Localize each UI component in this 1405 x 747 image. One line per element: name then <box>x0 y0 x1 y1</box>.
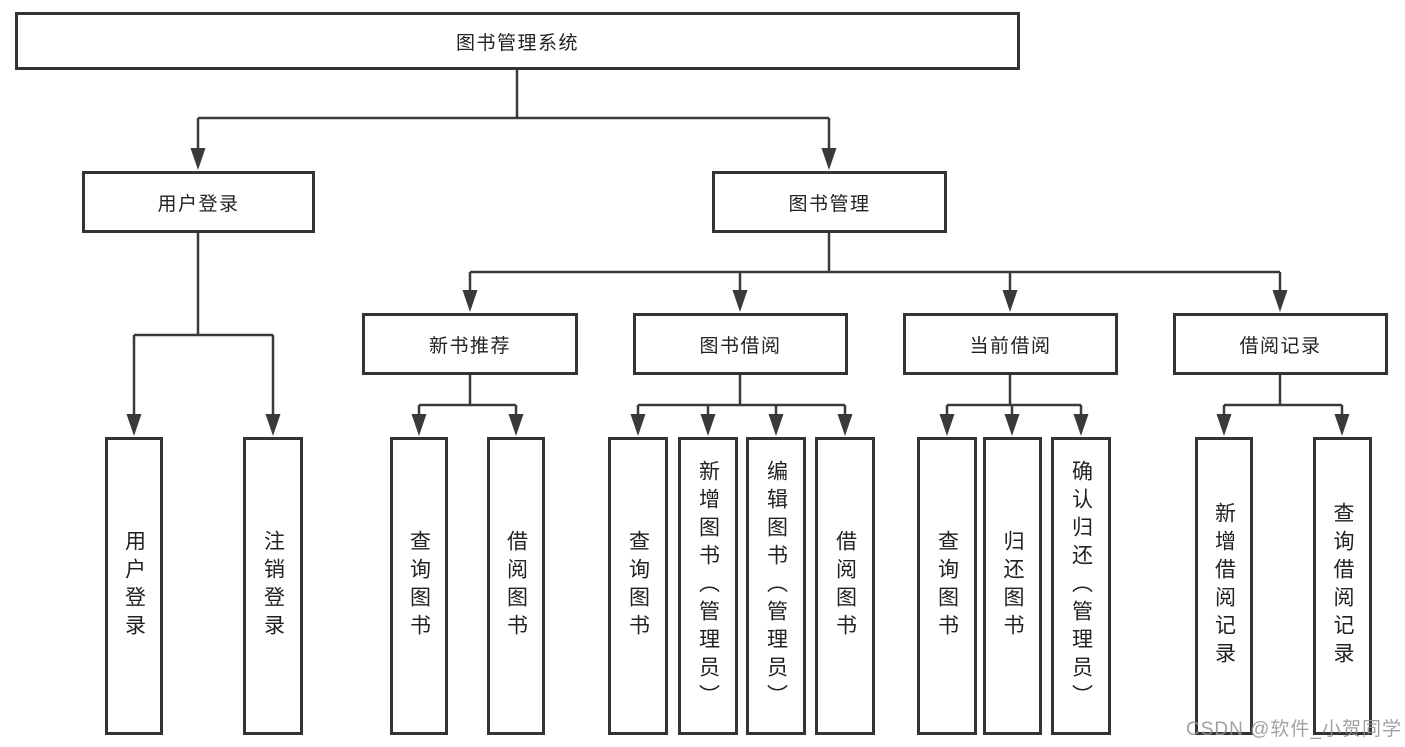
node-new-book-recommend: 新书推荐 <box>362 313 578 375</box>
leaf-edit-book-admin: 编辑图书（管理员） <box>746 437 806 735</box>
node-book-management: 图书管理 <box>712 171 947 233</box>
leaf-query-books-recommend: 查询图书 <box>390 437 448 735</box>
leaf-user-login: 用户登录 <box>105 437 163 735</box>
node-user-login: 用户登录 <box>82 171 315 233</box>
leaf-query-borrow-record: 查询借阅记录 <box>1313 437 1372 735</box>
leaf-query-borrow-record-label: 查询借阅记录 <box>1331 502 1355 670</box>
node-library-system: 图书管理系统 <box>15 12 1020 70</box>
watermark: CSDN @软件_小贺同学 <box>1186 719 1402 740</box>
leaf-logout-login: 注销登录 <box>243 437 303 735</box>
leaf-borrow-books-label: 借阅图书 <box>833 530 857 642</box>
leaf-confirm-return-admin: 确认归还（管理员） <box>1051 437 1111 735</box>
leaf-add-book-admin-label: 新增图书（管理员） <box>696 460 720 712</box>
leaf-add-borrow-record-label: 新增借阅记录 <box>1212 502 1236 670</box>
leaf-user-login-label: 用户登录 <box>122 530 146 642</box>
leaf-add-borrow-record: 新增借阅记录 <box>1195 437 1253 735</box>
node-book-borrow: 图书借阅 <box>633 313 848 375</box>
leaf-return-books-label: 归还图书 <box>1001 530 1025 642</box>
node-current-borrow: 当前借阅 <box>903 313 1118 375</box>
leaf-query-books-borrow-label: 查询图书 <box>626 530 650 642</box>
leaf-borrow-books-recommend-label: 借阅图书 <box>504 530 528 642</box>
leaf-query-books-borrow: 查询图书 <box>608 437 668 735</box>
node-new-book-recommend-label: 新书推荐 <box>428 335 511 357</box>
leaf-query-books-recommend-label: 查询图书 <box>407 530 431 642</box>
leaf-borrow-books: 借阅图书 <box>815 437 875 735</box>
leaf-confirm-return-admin-label: 确认归还（管理员） <box>1069 460 1093 712</box>
node-library-system-label: 图书管理系统 <box>455 32 579 54</box>
leaf-borrow-books-recommend: 借阅图书 <box>487 437 545 735</box>
leaf-query-books-current: 查询图书 <box>917 437 977 735</box>
leaf-return-books: 归还图书 <box>983 437 1042 735</box>
node-book-borrow-label: 图书借阅 <box>699 335 782 357</box>
leaf-add-book-admin: 新增图书（管理员） <box>678 437 738 735</box>
leaf-query-books-current-label: 查询图书 <box>935 530 959 642</box>
node-book-management-label: 图书管理 <box>788 193 871 215</box>
node-borrow-records: 借阅记录 <box>1173 313 1388 375</box>
leaf-edit-book-admin-label: 编辑图书（管理员） <box>764 460 788 712</box>
node-user-login-label: 用户登录 <box>157 193 240 215</box>
node-current-borrow-label: 当前借阅 <box>969 335 1052 357</box>
node-borrow-records-label: 借阅记录 <box>1239 335 1322 357</box>
leaf-logout-login-label: 注销登录 <box>261 530 285 642</box>
